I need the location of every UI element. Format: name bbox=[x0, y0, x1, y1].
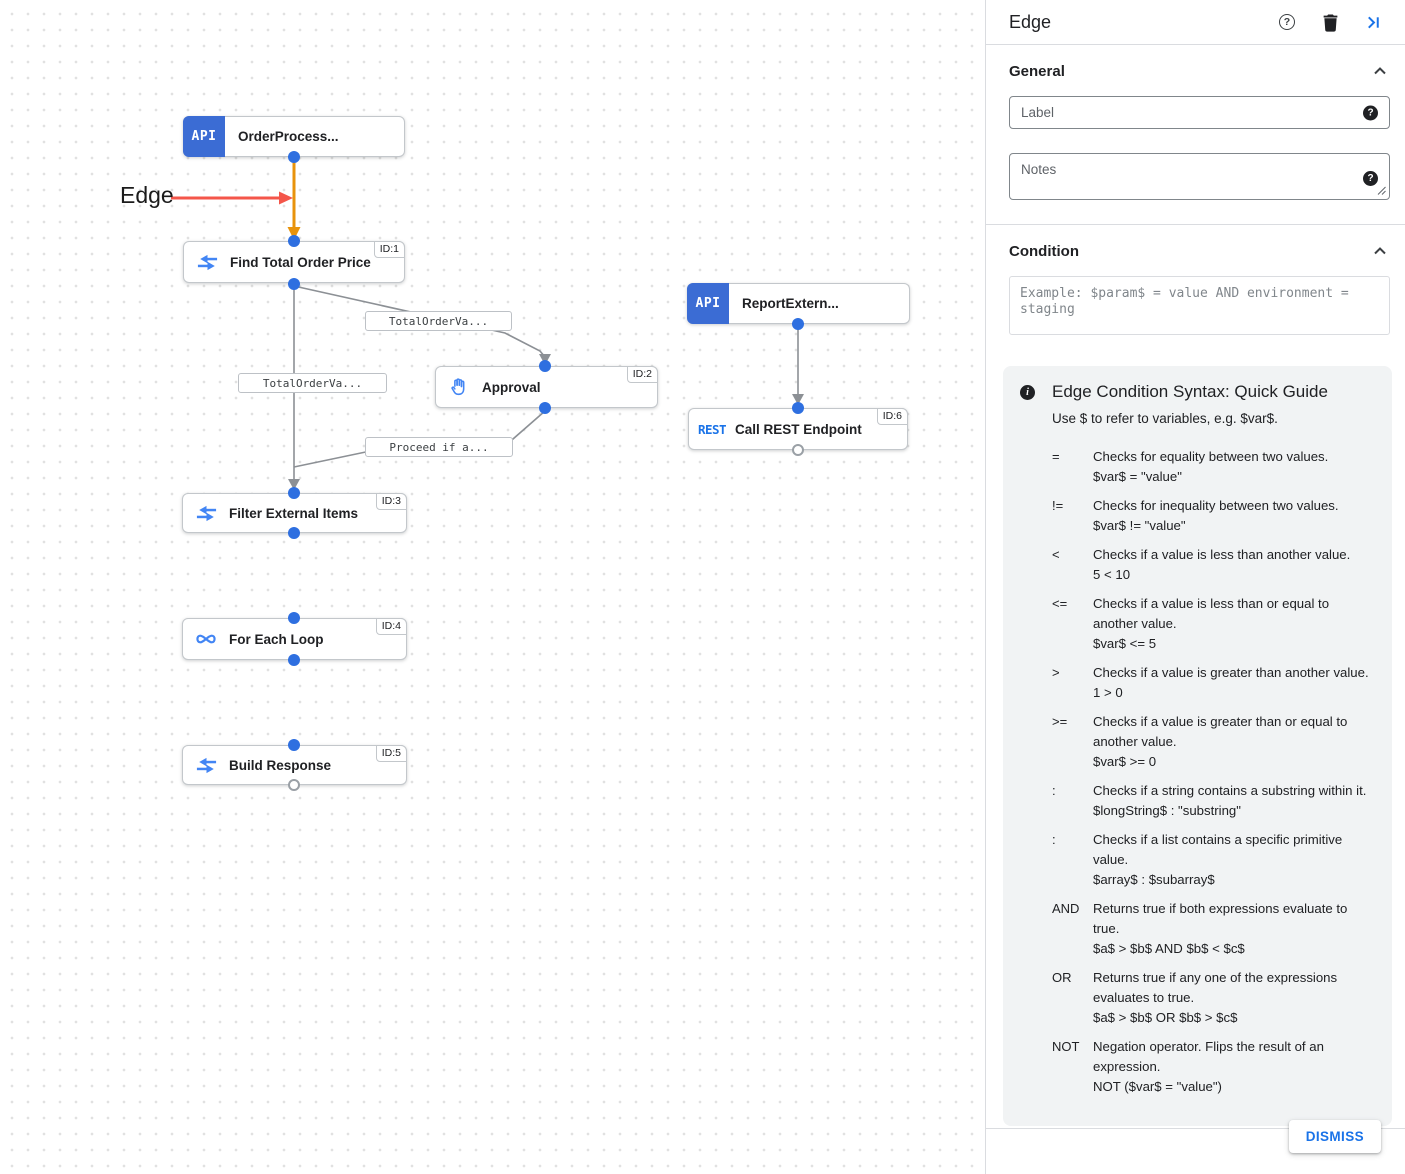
notes-input[interactable] bbox=[1009, 153, 1390, 200]
condition-field-wrap bbox=[1009, 276, 1390, 340]
port-approval-out[interactable] bbox=[539, 402, 551, 414]
general-section: General ? ? bbox=[986, 45, 1405, 200]
port-filter-out[interactable] bbox=[288, 527, 300, 539]
node-title: Find Total Order Price bbox=[230, 254, 371, 270]
label-help-icon[interactable]: ? bbox=[1363, 105, 1378, 120]
data-mapping-icon bbox=[183, 754, 229, 777]
port-foreach-in[interactable] bbox=[288, 612, 300, 624]
guide-rule: OR Returns true if any one of the expres… bbox=[1052, 970, 1338, 1025]
guide-rules-list: = Checks for equality between two values… bbox=[1052, 447, 1380, 1097]
chevron-up-icon[interactable] bbox=[1370, 61, 1390, 81]
node-report-extern-trigger[interactable]: API ReportExtern... bbox=[687, 283, 910, 324]
guide-subtitle: Use $ to refer to variables, e.g. $var$. bbox=[1052, 411, 1278, 426]
port-callrest-in[interactable] bbox=[792, 402, 804, 414]
node-call-rest-endpoint[interactable]: REST Call REST Endpoint ID:6 bbox=[688, 408, 908, 450]
port-findtotal-out[interactable] bbox=[288, 278, 300, 290]
guide-rule: < Checks if a value is less than another… bbox=[1052, 547, 1351, 582]
condition-section: Condition bbox=[986, 225, 1405, 340]
edge-label-totalorderva-2[interactable]: TotalOrderVa... bbox=[238, 373, 387, 393]
guide-rule: NOT Negation operator. Flips the result … bbox=[1052, 1039, 1324, 1094]
collapse-panel-icon[interactable] bbox=[1363, 12, 1383, 32]
notes-field-wrap: ? bbox=[1009, 153, 1390, 200]
node-find-total-order-price[interactable]: Find Total Order Price ID:1 bbox=[183, 241, 405, 283]
node-id-badge: ID:1 bbox=[373, 241, 405, 258]
guide-rule: AND Returns true if both expressions eva… bbox=[1052, 901, 1348, 956]
guide-rule: : Checks if a list contains a specific p… bbox=[1052, 832, 1343, 887]
loop-icon bbox=[183, 627, 229, 651]
port-reportextern-out[interactable] bbox=[792, 318, 804, 330]
node-id-badge: ID:5 bbox=[375, 745, 407, 762]
chevron-up-icon[interactable] bbox=[1370, 241, 1390, 261]
approval-hand-icon bbox=[436, 376, 482, 398]
selected-edge[interactable] bbox=[287, 160, 301, 240]
guide-rule: >= Checks if a value is greater than or … bbox=[1052, 714, 1348, 769]
guide-rule: > Checks if a value is greater than anot… bbox=[1052, 665, 1369, 700]
guide-rule: : Checks if a string contains a substrin… bbox=[1052, 783, 1367, 818]
api-trigger-icon: API bbox=[183, 116, 225, 157]
node-id-badge: ID:2 bbox=[626, 366, 658, 383]
edge-arrowheads bbox=[288, 354, 804, 490]
edge-annotation-label: Edge bbox=[120, 182, 174, 208]
edge-condition-guide-card: i Edge Condition Syntax: Quick Guide Use… bbox=[1003, 366, 1392, 1126]
data-mapping-icon bbox=[184, 251, 230, 274]
panel-title: Edge bbox=[1009, 11, 1052, 32]
edge-label-proceed-if[interactable]: Proceed if a... bbox=[365, 437, 513, 457]
edge-properties-panel: Edge ? Genera bbox=[985, 0, 1405, 1174]
resize-handle-icon[interactable] bbox=[1376, 185, 1386, 195]
edges-layer bbox=[171, 160, 804, 490]
api-trigger-icon: API bbox=[687, 283, 729, 324]
footer-divider bbox=[986, 1128, 1405, 1129]
condition-input[interactable] bbox=[1009, 276, 1390, 335]
condition-section-title: Condition bbox=[1009, 242, 1079, 260]
data-mapping-icon bbox=[183, 502, 229, 525]
guide-title: Edge Condition Syntax: Quick Guide bbox=[1052, 382, 1328, 401]
dismiss-button[interactable]: DISMISS bbox=[1288, 1120, 1381, 1153]
label-input[interactable] bbox=[1009, 96, 1390, 129]
help-icon[interactable]: ? bbox=[1277, 12, 1297, 32]
node-id-badge: ID:4 bbox=[375, 618, 407, 635]
node-title: Filter External Items bbox=[229, 505, 359, 521]
label-field-wrap: ? bbox=[1009, 96, 1390, 129]
general-section-title: General bbox=[1009, 62, 1065, 80]
guide-rule: != Checks for inequality between two val… bbox=[1052, 498, 1339, 533]
port-approval-in[interactable] bbox=[539, 360, 551, 372]
node-title: Call REST Endpoint bbox=[735, 421, 862, 437]
node-title: Build Response bbox=[229, 757, 332, 773]
port-callrest-out[interactable] bbox=[792, 444, 804, 456]
port-findtotal-in[interactable] bbox=[288, 235, 300, 247]
delete-icon[interactable] bbox=[1320, 12, 1340, 32]
port-filter-in[interactable] bbox=[288, 487, 300, 499]
node-title: For Each Loop bbox=[229, 631, 324, 647]
node-id-badge: ID:6 bbox=[876, 408, 908, 425]
node-approval[interactable]: Approval ID:2 bbox=[435, 366, 658, 408]
annotation-arrow bbox=[171, 191, 293, 205]
node-title: OrderProcess... bbox=[238, 129, 339, 144]
edge-label-totalorderva-1[interactable]: TotalOrderVa... bbox=[365, 311, 512, 331]
panel-header: Edge ? bbox=[986, 0, 1405, 45]
node-title: ReportExtern... bbox=[742, 296, 839, 311]
port-build-in[interactable] bbox=[288, 739, 300, 751]
port-orderprocess-out[interactable] bbox=[288, 151, 300, 163]
notes-help-icon[interactable]: ? bbox=[1363, 171, 1378, 186]
port-build-out[interactable] bbox=[288, 779, 300, 791]
guide-rule: <= Checks if a value is less than or equ… bbox=[1052, 596, 1330, 651]
node-title: Approval bbox=[482, 379, 541, 395]
info-icon: i bbox=[1020, 385, 1035, 400]
section-divider bbox=[986, 224, 1405, 225]
node-id-badge: ID:3 bbox=[375, 493, 407, 510]
guide-rule: = Checks for equality between two values… bbox=[1052, 449, 1329, 484]
workflow-canvas[interactable]: Edge API OrderProcess... Find Total Orde… bbox=[0, 0, 985, 1174]
node-for-each-loop[interactable]: For Each Loop ID:4 bbox=[182, 618, 407, 660]
rest-icon: REST bbox=[697, 421, 727, 437]
port-foreach-out[interactable] bbox=[288, 654, 300, 666]
